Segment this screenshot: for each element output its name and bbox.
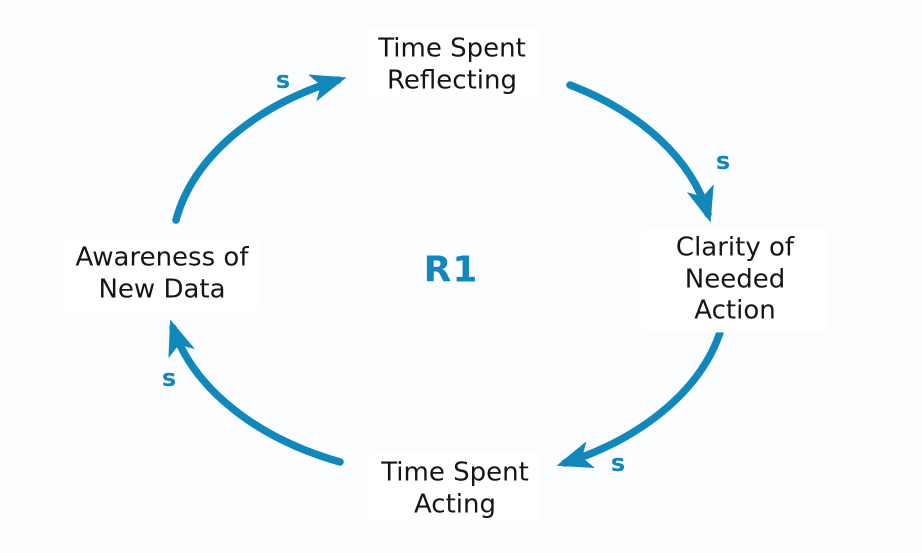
node-time-spent-acting: Time Spent Acting [369, 452, 541, 526]
polarity-s-reflecting-to-clarity: s [715, 147, 731, 175]
arrow-awareness-to-reflecting [172, 74, 347, 224]
node-clarity-of-needed-action: Clarity of Needed Action [641, 227, 829, 333]
arrow-acting-to-awareness [168, 319, 344, 466]
node-time-spent-reflecting: Time Spent Reflecting [366, 28, 538, 102]
polarity-s-awareness-to-reflecting: s [275, 66, 291, 94]
polarity-s-acting-to-awareness: s [161, 364, 177, 392]
arrow-reflecting-to-clarity [566, 81, 714, 223]
arrow-clarity-to-acting [556, 322, 726, 469]
polarity-s-clarity-to-acting: s [610, 449, 626, 477]
node-awareness-of-new-data: Awareness of New Data [63, 237, 261, 311]
loop-label-r1: R1 [423, 249, 479, 291]
